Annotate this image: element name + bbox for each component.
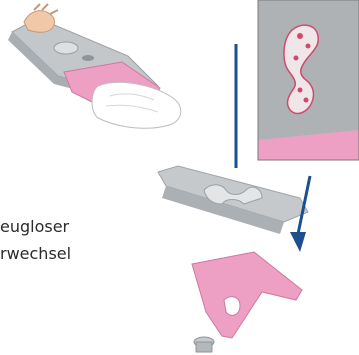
callout-zoom-icon — [258, 0, 359, 160]
caption-line-2: rwechsel — [0, 240, 71, 267]
screw-icon — [194, 337, 214, 352]
caption-line-1: eugloser — [0, 213, 71, 240]
pink-blade-illustration — [192, 252, 302, 338]
metal-plate-illustration — [158, 166, 308, 234]
caption: eugloser rwechsel — [0, 213, 71, 267]
